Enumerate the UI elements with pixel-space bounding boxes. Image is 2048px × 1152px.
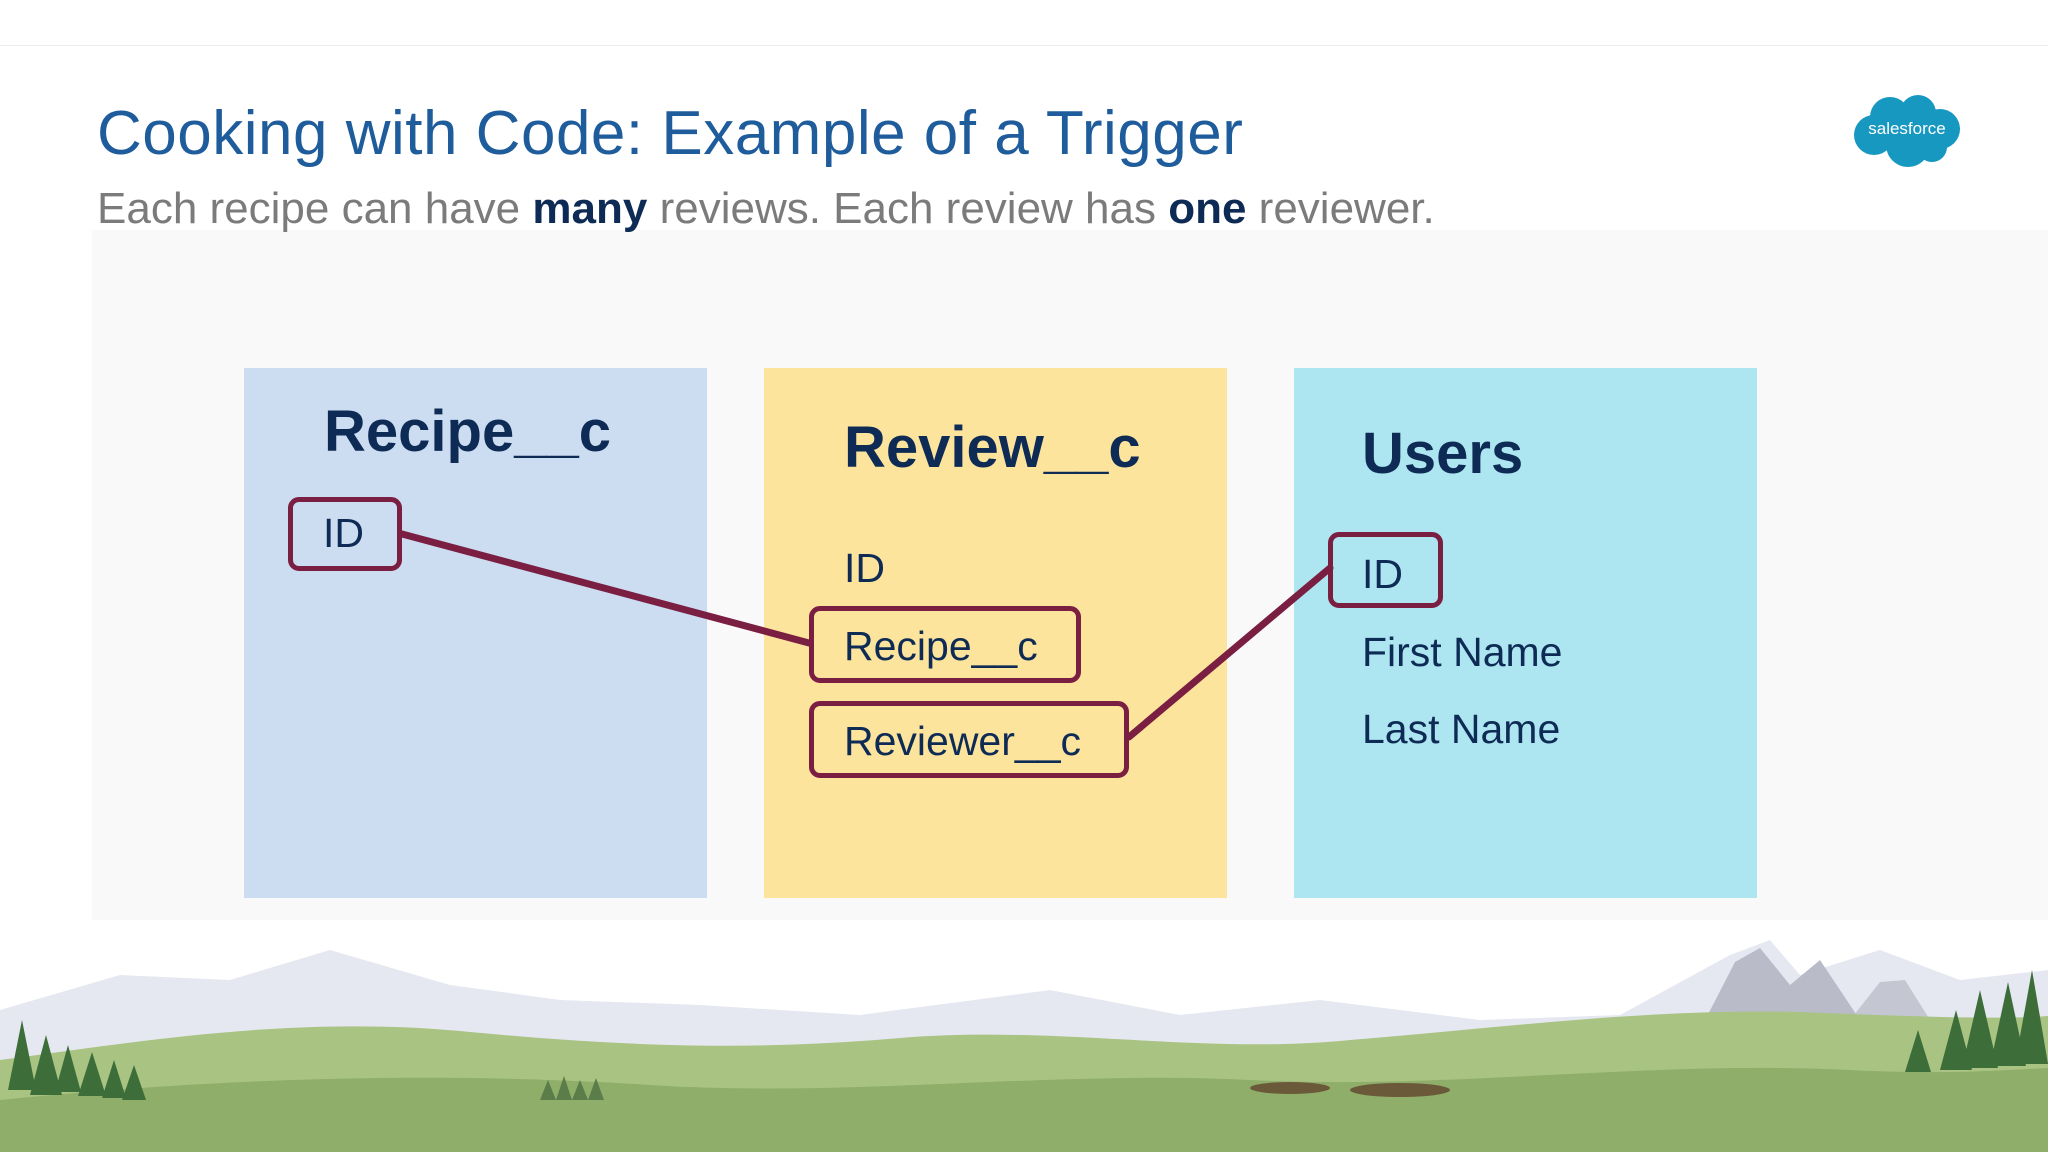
salesforce-logo: salesforce [1852, 93, 1962, 169]
top-divider [0, 45, 2048, 46]
logo-text: salesforce [1868, 119, 1946, 138]
slide-subtitle: Each recipe can have many reviews. Each … [97, 184, 1435, 234]
subtitle-text-3: reviewer. [1246, 184, 1435, 233]
users-field-first-name: First Name [1362, 629, 1563, 675]
landscape-illustration [0, 920, 2048, 1152]
users-field-last-name: Last Name [1362, 706, 1561, 752]
users-field-id: ID [1362, 551, 1403, 597]
review-field-recipe: Recipe__c [844, 623, 1038, 669]
slide-title: Cooking with Code: Example of a Trigger [97, 99, 1244, 168]
recipe-object-title: Recipe__c [324, 399, 611, 464]
recipe-field-id: ID [323, 510, 364, 556]
review-object-title: Review__c [844, 415, 1141, 480]
subtitle-emphasis-one: one [1168, 184, 1247, 233]
cloud-icon [1854, 95, 1960, 167]
subtitle-text-2: reviews. Each review has [647, 184, 1169, 233]
subtitle-emphasis-many: many [532, 184, 648, 233]
users-object-title: Users [1362, 421, 1524, 486]
subtitle-text-1: Each recipe can have [97, 184, 533, 233]
review-field-reviewer: Reviewer__c [844, 718, 1081, 764]
review-field-id: ID [844, 545, 885, 591]
users-object-box [1294, 368, 1757, 898]
